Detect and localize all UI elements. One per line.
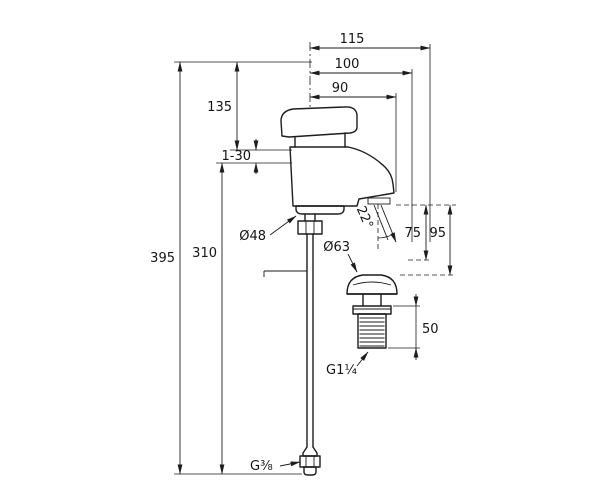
leader-dia63 [347, 253, 358, 273]
base-escutcheon [295, 205, 345, 215]
faucet-body [280, 106, 395, 215]
dim-90-label: 90 [332, 81, 349, 96]
hose-nut-facets [305, 456, 315, 467]
dim-100-label: 100 [335, 57, 360, 72]
hose-nut [299, 455, 321, 468]
dim-75-label: 75 [404, 226, 421, 241]
waste-flange [352, 305, 392, 315]
leader-dia48 [269, 215, 297, 236]
supply-pipe [263, 213, 323, 476]
pop-up-rod [263, 270, 307, 277]
leader-g114 [356, 351, 369, 367]
angle-arc [377, 235, 391, 239]
mounting-nut-facets [305, 221, 315, 234]
water-stream [373, 204, 397, 250]
waste-body [357, 313, 387, 349]
aerator [367, 197, 391, 205]
hose-taper [302, 446, 318, 457]
stream-line-right [380, 204, 397, 243]
dim-115-label: 115 [340, 32, 365, 47]
waste-cap-detail [352, 281, 392, 286]
dim-50-label: 50 [422, 322, 439, 337]
dim-95-label: 95 [429, 226, 446, 241]
mounting-nut [297, 220, 323, 235]
dimension-lines [177, 45, 453, 475]
dim-310-label: 310 [192, 246, 217, 261]
waste-thread-label: G1¼ [326, 363, 357, 378]
supply-thread-label: G⅜ [250, 459, 273, 474]
waste-diameter-label: Ø63 [323, 240, 350, 255]
dim-135-label: 135 [207, 100, 232, 115]
lever-handle [280, 106, 358, 138]
spout-angle-label: 22° [353, 204, 376, 231]
hose-tip [303, 466, 317, 476]
pop-up-waste [346, 274, 398, 349]
base-diameter-label: Ø48 [239, 229, 266, 244]
clamp-range-label: 1-30 [221, 149, 251, 164]
extension-lines [174, 42, 456, 475]
stream-line-left [373, 204, 389, 241]
leader-g38 [279, 461, 301, 467]
waste-cap [346, 274, 398, 295]
mixer-body-and-spout [289, 146, 395, 207]
dim-395-label: 395 [150, 251, 175, 266]
dimension-labels: 115 100 90 135 1-30 395 310 Ø48 Ø63 22° … [150, 32, 446, 474]
waste-threads [359, 317, 385, 347]
